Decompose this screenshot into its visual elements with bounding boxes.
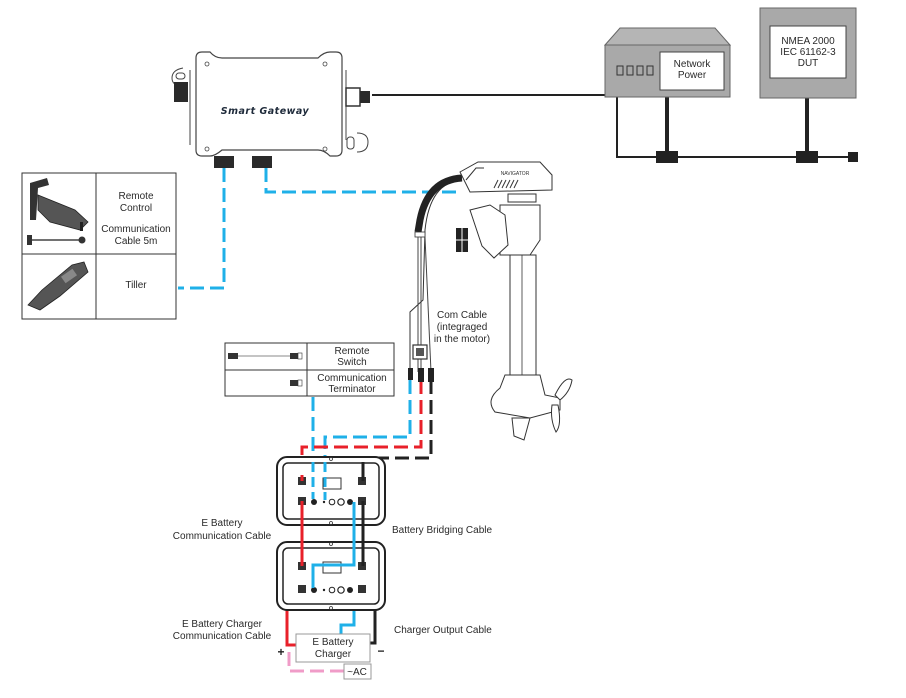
- remote-label-2: Control: [120, 203, 152, 214]
- indicator-led: [646, 65, 654, 76]
- dut-label-3: DUT: [798, 58, 819, 69]
- gateway-connector-left: [174, 82, 188, 102]
- charger-comm-label-2: Communication Cable: [173, 631, 272, 642]
- tiller-label: Tiller: [125, 280, 147, 291]
- accessory-table: Remote Control Communication Cable 5m Ti…: [21, 172, 177, 320]
- battery-terminal: [358, 585, 366, 593]
- com-cable-label-1: Com Cable: [437, 310, 487, 321]
- remote-control-icon: [27, 178, 89, 245]
- charger-comm-label-1: E Battery Charger: [182, 619, 263, 630]
- screw-hole: [322, 146, 328, 152]
- terminator-label-1: Communication: [317, 373, 386, 384]
- battery-port: [311, 587, 317, 593]
- terminator-icon: [290, 379, 303, 387]
- screw-hole: [204, 61, 210, 67]
- switch-table: Remote Switch Communication Terminator: [224, 342, 395, 397]
- nmea-backbone: [372, 94, 858, 163]
- tee-connector-dut: [796, 151, 818, 163]
- network-power-label-1: Network: [674, 59, 712, 70]
- minus-sign: −: [377, 644, 384, 658]
- tee-connector-power: [656, 151, 678, 163]
- screw-hole: [204, 146, 210, 152]
- backbone-cable: [372, 94, 850, 158]
- gateway-connector-bottom-1: [214, 156, 234, 168]
- network-power-label-2: Power: [678, 70, 707, 81]
- indicator-led: [636, 65, 644, 76]
- battery-display: [322, 561, 342, 574]
- screw-hole: [322, 61, 328, 67]
- e-battery-1: [276, 456, 386, 526]
- battery-port: [311, 499, 317, 505]
- charger-output-label: Charger Output Cable: [394, 625, 492, 636]
- plus-sign: +: [277, 645, 284, 659]
- indicator-led: [616, 65, 624, 76]
- battery-bridging-label: Battery Bridging Cable: [392, 525, 492, 536]
- tiller-comm-cable: [178, 168, 226, 290]
- tiller-icon: [27, 261, 89, 311]
- dut-label-1: NMEA 2000: [781, 36, 835, 47]
- remote-switch-cable-icon: [228, 352, 303, 360]
- remote-label-1: Remote: [118, 191, 153, 202]
- charger-label-2: Charger: [315, 649, 352, 660]
- indicator-led: [626, 65, 634, 76]
- remote-cable-label-1: Communication: [101, 224, 170, 235]
- battery-display: [322, 477, 342, 490]
- smart-gateway: Smart Gateway: [171, 51, 370, 168]
- gateway-connector-bottom-2: [252, 156, 272, 168]
- e-battery-charger: E Battery Charger: [295, 633, 371, 663]
- nmea-dut-device: NMEA 2000 IEC 61162-3 DUT: [759, 7, 857, 99]
- ac-source: ~AC: [343, 663, 372, 680]
- e-battery-2: [276, 541, 386, 611]
- ac-label: ~AC: [347, 667, 367, 678]
- motor-negative-cable: [361, 380, 433, 477]
- gateway-connector-right: [345, 87, 361, 107]
- remote-switch-label-1: Remote: [334, 346, 369, 357]
- ac-input-cable: [287, 652, 344, 673]
- outboard-motor: NAVIGATOR: [408, 161, 573, 441]
- terminator-plug: [848, 152, 858, 162]
- com-cable-label-3: in the motor): [434, 334, 490, 345]
- battery-terminal: [298, 585, 306, 593]
- motor-brand-logo: NAVIGATOR: [501, 171, 530, 177]
- network-power-device: Network Power: [603, 27, 732, 98]
- motor-comm-cable: [264, 168, 460, 194]
- terminator-label-2: Terminator: [328, 384, 376, 395]
- battery-comm-label-2: Communication Cable: [173, 531, 272, 542]
- gateway-label: Smart Gateway: [221, 106, 310, 117]
- com-cable-label-2: (integraged: [437, 322, 488, 333]
- dut-label-2: IEC 61162-3: [780, 47, 836, 58]
- battery-comm-label-1: E Battery: [201, 518, 242, 529]
- charger-label-1: E Battery: [312, 637, 353, 648]
- remote-cable-label-2: Cable 5m: [115, 236, 158, 247]
- remote-switch-label-2: Switch: [337, 357, 366, 368]
